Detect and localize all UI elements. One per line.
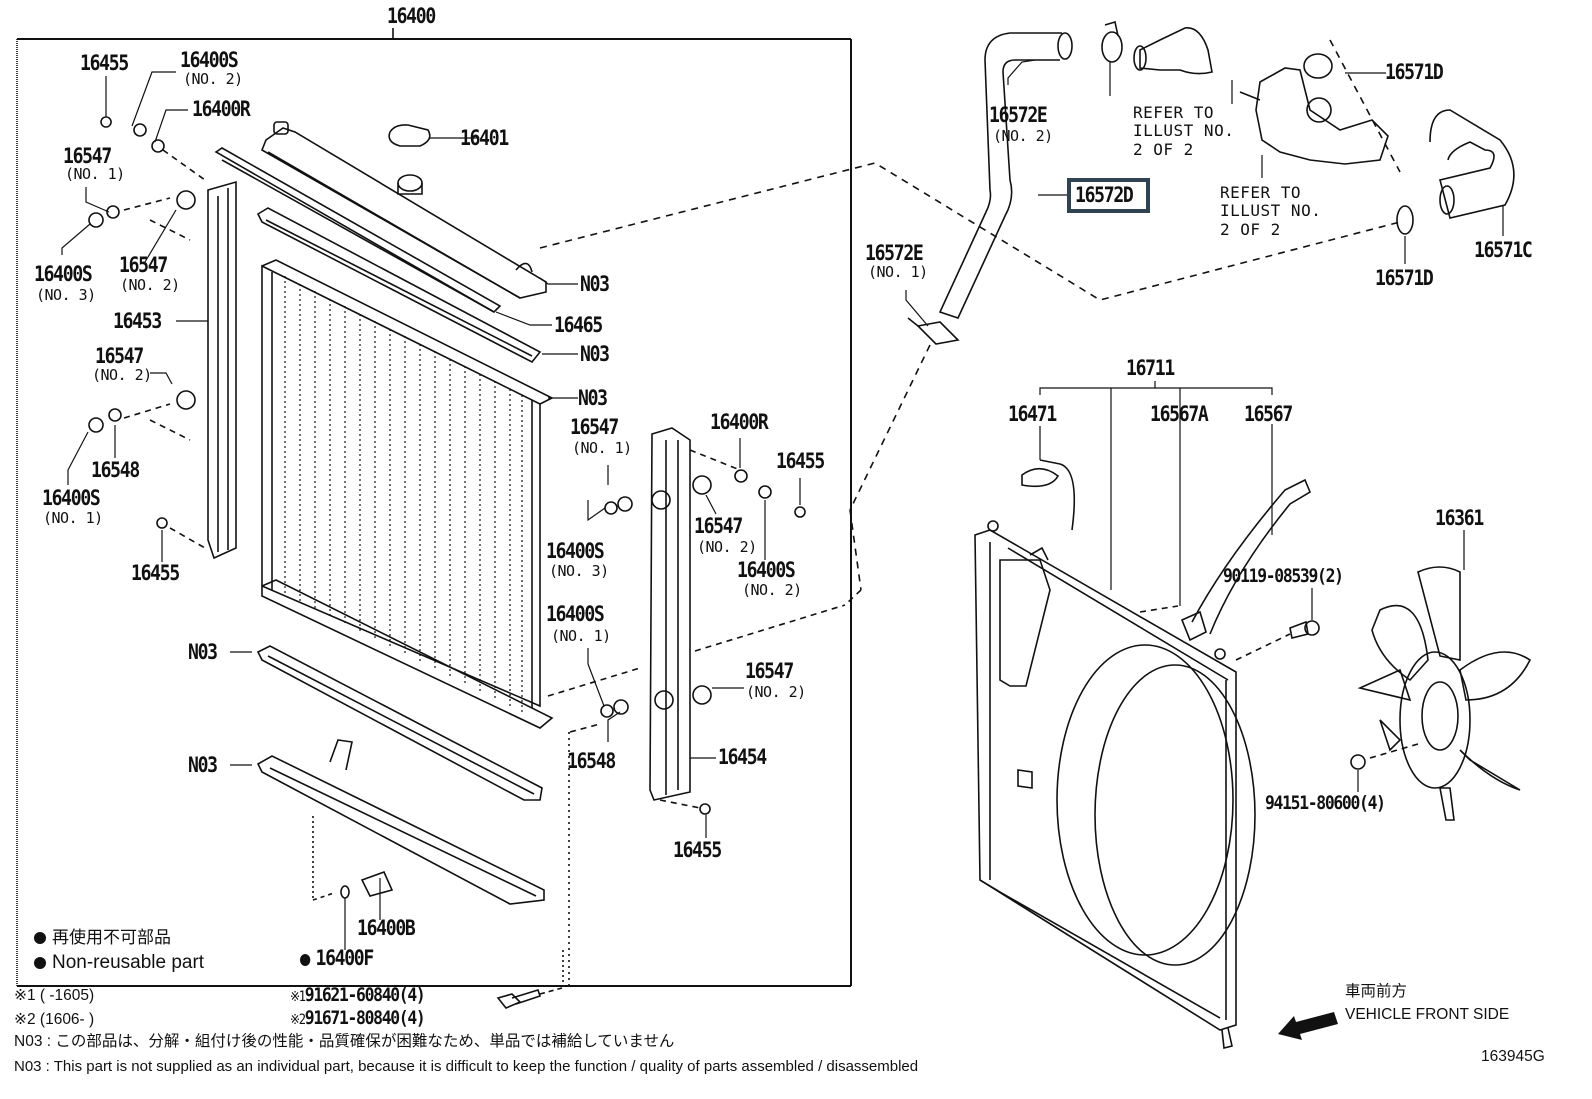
radiator-assembly-box (16, 28, 852, 987)
part-label-16361[interactable]: 16361 (1435, 506, 1484, 530)
footnote-mark1: ※1 ( -1605) (14, 987, 95, 1004)
illustration-id: 163945G (1481, 1048, 1545, 1065)
part-label-16547[interactable]: 16547 (63, 144, 112, 168)
lower-tank-drawing (256, 645, 545, 905)
part-label-16567[interactable]: 16567 (1244, 402, 1293, 426)
part-label-16400[interactable]: 16400 (387, 4, 436, 28)
part-label-n03[interactable]: N03 (580, 272, 610, 296)
part-sublabel: (NO. 3) (36, 286, 96, 304)
part-sublabel: (NO. 2) (92, 366, 152, 384)
refer-to-illust-note[interactable]: REFER TO ILLUST NO. 2 OF 2 (1220, 183, 1322, 239)
part-label-16400s[interactable]: 16400S (42, 486, 101, 510)
upper-tank-drawing (214, 121, 547, 364)
part-label-16471[interactable]: 16471 (1008, 402, 1057, 426)
part-label-16400s[interactable]: 16400S (546, 539, 605, 563)
water-outlet-drawing (1239, 53, 1515, 235)
upper-hose-drawing (539, 20, 1401, 591)
part-label-91671-80840[interactable]: ※291671-80840(4) (290, 1007, 426, 1029)
part-label-16400r[interactable]: 16400R (192, 97, 251, 121)
non-reusable-bullet-icon (300, 954, 311, 966)
non-reusable-bullet-icon (34, 957, 46, 969)
legend-non-reusable-jp: 再使用不可部品 (34, 929, 171, 946)
part-label-n03[interactable]: N03 (188, 640, 218, 664)
part-sublabel: (NO. 1) (551, 627, 611, 645)
part-label-16548[interactable]: 16548 (567, 749, 616, 773)
part-label-n03[interactable]: N03 (188, 753, 218, 777)
part-label-16455[interactable]: 16455 (776, 449, 825, 473)
part-label-16455[interactable]: 16455 (131, 561, 180, 585)
leader-lines (61, 59, 1504, 950)
part-label-16547[interactable]: 16547 (570, 415, 619, 439)
footnote-n03-jp: N03 : この部品は、分解・組付け後の性能・品質確保が困難なため、単品では補給… (14, 1033, 675, 1050)
part-label-16400s[interactable]: 16400S (546, 602, 605, 626)
part-label-90119-08539[interactable]: 90119-08539(2) (1223, 565, 1344, 587)
non-reusable-bullet-icon (34, 932, 46, 944)
part-label-16400b[interactable]: 16400B (357, 916, 416, 940)
part-label-16567a[interactable]: 16567A (1150, 402, 1209, 426)
part-label-16454[interactable]: 16454 (718, 745, 767, 769)
part-sublabel: (NO. 1) (868, 263, 928, 281)
part-label-16400r[interactable]: 16400R (710, 410, 769, 434)
part-label-94151-80600[interactable]: 94151-80600(4) (1265, 792, 1386, 814)
part-sublabel: (NO. 1) (65, 165, 125, 183)
right-support-drawing (547, 427, 862, 990)
part-label-16571d[interactable]: 16571D (1375, 266, 1434, 290)
part-sublabel: (NO. 2) (120, 276, 180, 294)
vehicle-front-en: VEHICLE FRONT SIDE (1345, 1006, 1510, 1023)
radiator-core-drawing (261, 259, 554, 729)
highlighted-part-box[interactable]: 16572D (1067, 178, 1150, 213)
part-label-16572e[interactable]: 16572E (989, 103, 1048, 127)
part-label-n03[interactable]: N03 (580, 342, 610, 366)
bolt-drawing (496, 950, 564, 1009)
footnote-mark2: ※2 (1606- ) (14, 1011, 95, 1028)
part-label-16711[interactable]: 16711 (1126, 356, 1175, 380)
vehicle-front-jp: 車両前方 (1345, 983, 1408, 1000)
vehicle-front-arrow-icon (1278, 1012, 1338, 1040)
part-label-16547[interactable]: 16547 (745, 659, 794, 683)
part-label-n03[interactable]: N03 (578, 386, 608, 410)
fan-shroud-drawing (974, 459, 1320, 1049)
part-label-16547[interactable]: 16547 (694, 514, 743, 538)
part-sublabel: (NO. 2) (697, 538, 757, 556)
part-label-16401[interactable]: 16401 (460, 126, 509, 150)
part-label-16453[interactable]: 16453 (113, 309, 162, 333)
part-sublabel: (NO. 2) (746, 683, 806, 701)
part-label-16400s[interactable]: 16400S (34, 262, 93, 286)
part-sublabel: (NO. 2) (183, 70, 243, 88)
part-sublabel: (NO. 2) (993, 127, 1053, 145)
part-label-16465[interactable]: 16465 (554, 313, 603, 337)
part-label-16572d[interactable]: 16572D (1075, 183, 1134, 207)
part-label-16572e[interactable]: 16572E (865, 241, 924, 265)
part-label-16548[interactable]: 16548 (91, 458, 140, 482)
refer-to-illust-note[interactable]: REFER TO ILLUST NO. 2 OF 2 (1133, 103, 1235, 159)
part-sublabel: (NO. 2) (742, 581, 802, 599)
part-label-16455[interactable]: 16455 (80, 51, 129, 75)
part-label-16400f[interactable]: 16400F (300, 948, 374, 969)
part-label-16547[interactable]: 16547 (95, 344, 144, 368)
part-sublabel: (NO. 1) (572, 439, 632, 457)
footnote-n03-en: N03 : This part is not supplied as an in… (14, 1058, 919, 1075)
legend-non-reusable-en: Non-reusable part (34, 953, 204, 972)
part-label-16400s[interactable]: 16400S (737, 558, 796, 582)
part-sublabel: (NO. 1) (43, 509, 103, 527)
left-support-drawing (88, 116, 237, 560)
part-label-16455[interactable]: 16455 (673, 838, 722, 862)
part-sublabel: (NO. 3) (549, 562, 609, 580)
part-label-16400s[interactable]: 16400S (180, 48, 239, 72)
part-label-16571d[interactable]: 16571D (1385, 60, 1444, 84)
part-label-16547[interactable]: 16547 (119, 253, 168, 277)
cooling-fan-drawing (1350, 566, 1532, 821)
part-label-91621-60840[interactable]: ※191621-60840(4) (290, 984, 426, 1006)
part-label-16571c[interactable]: 16571C (1474, 238, 1533, 262)
